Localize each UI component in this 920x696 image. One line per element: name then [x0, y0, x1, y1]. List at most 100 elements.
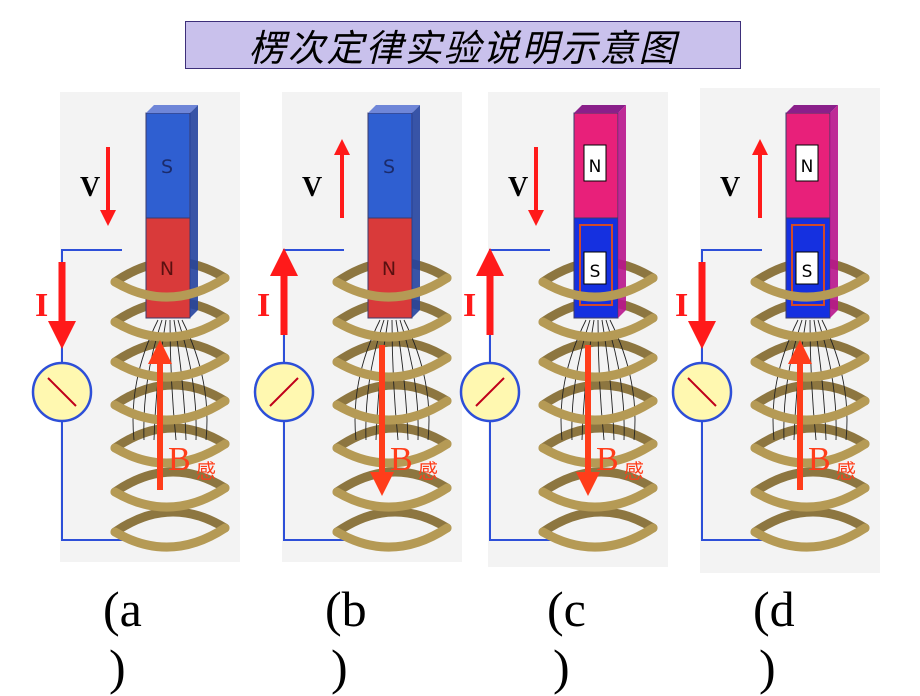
- caption-label: (a: [103, 581, 142, 637]
- coil-turn-back: [110, 423, 230, 453]
- coil-turn-front: [750, 313, 870, 342]
- panel-caption-d: (d): [753, 580, 795, 696]
- caption-close: ): [331, 639, 348, 695]
- current-label: I: [463, 287, 476, 324]
- coil-turn-front: [110, 273, 230, 302]
- coil-turn-back: [538, 380, 658, 410]
- magnet-side-face: [412, 105, 420, 318]
- induced-field-subscript: 感: [196, 459, 216, 483]
- magnet-bottom-pole-label: N: [382, 258, 396, 280]
- magnet-top-pole-label: N: [589, 157, 602, 177]
- induced-field-label: B: [596, 441, 619, 478]
- coil-turn-front: [110, 483, 230, 512]
- panel-caption-b: (b): [325, 580, 367, 696]
- magnet-top-pole-label: S: [383, 156, 395, 178]
- velocity-label: V: [80, 172, 100, 203]
- induced-field-subscript: 感: [836, 459, 856, 483]
- galvanometer-needle: [475, 377, 505, 407]
- current-label: I: [675, 287, 688, 324]
- coil-turn-back: [110, 380, 230, 410]
- coil-turn-front: [538, 313, 658, 342]
- coil-turn-back: [538, 507, 658, 537]
- title-box: 楞次定律实验说明示意图: [185, 21, 741, 70]
- coil-turn-front: [332, 273, 452, 302]
- induced-field-label: B: [390, 441, 413, 478]
- current-label: I: [35, 287, 48, 324]
- panel-caption-a: (a): [103, 580, 142, 696]
- induced-field-label: B: [808, 441, 831, 478]
- pole-label-box-top: [583, 144, 607, 182]
- coil-turn-front: [538, 396, 658, 425]
- coil-turn-back: [750, 467, 870, 497]
- magnet-top-face: [368, 105, 420, 113]
- coil-turn-front: [538, 439, 658, 468]
- coil-turn-front: [750, 273, 870, 302]
- induced-field-subscript: 感: [624, 459, 644, 483]
- coil-turn-back: [750, 507, 870, 537]
- coil-turn-front: [332, 483, 452, 512]
- coil-turn-front: [750, 396, 870, 425]
- magnet-bottom-pole-label: S: [802, 262, 813, 282]
- coil-turn-front: [110, 353, 230, 382]
- caption-label: (d: [753, 581, 795, 637]
- coil-turn-front: [538, 523, 658, 552]
- magnet-side-face: [190, 105, 198, 318]
- coil-turn-back: [538, 423, 658, 453]
- magnet-top-face: [146, 105, 198, 113]
- coil-turn-back: [750, 423, 870, 453]
- coil-turn-front: [110, 523, 230, 552]
- coil-turn-front: [538, 353, 658, 382]
- coil-turn-front: [750, 353, 870, 382]
- coil-turn-front: [332, 353, 452, 382]
- coil-turn-front: [538, 273, 658, 302]
- coil-turn-back: [110, 507, 230, 537]
- coil-turn-front: [750, 439, 870, 468]
- coil-turn-back: [332, 507, 452, 537]
- caption-close: ): [759, 639, 776, 695]
- pole-label-box-bottom: [583, 251, 607, 285]
- coil-turn-front: [332, 313, 452, 342]
- caption-label: (c: [547, 581, 586, 637]
- magnet-side-face: [830, 105, 838, 318]
- coil-turn-back: [750, 380, 870, 410]
- coil-turn-back: [110, 467, 230, 497]
- galvanometer-needle: [47, 377, 77, 407]
- coil-turn-front: [332, 396, 452, 425]
- velocity-label: V: [720, 172, 740, 203]
- coil-turn-back: [332, 423, 452, 453]
- coil-turn-back: [332, 380, 452, 410]
- galvanometer-needle: [269, 377, 299, 407]
- magnet-top-pole-label: N: [801, 157, 814, 177]
- coil-turn-front: [110, 396, 230, 425]
- induced-field-subscript: 感: [418, 459, 438, 483]
- magnet-top-face: [574, 105, 626, 113]
- current-label: I: [257, 287, 270, 324]
- pole-label-box-bottom: [795, 251, 819, 285]
- magnet-top-half: [367, 112, 413, 219]
- velocity-label: V: [508, 172, 528, 203]
- diagram-title: 楞次定律实验说明示意图: [248, 27, 678, 70]
- panel-caption-c: (c): [547, 580, 586, 696]
- induced-field-label: B: [168, 441, 191, 478]
- magnet-top-pole-label: S: [161, 156, 173, 178]
- magnet-bottom-pole-label: S: [590, 262, 601, 282]
- coil-turn-front: [110, 439, 230, 468]
- caption-close: ): [553, 639, 570, 695]
- caption-label: (b: [325, 581, 367, 637]
- magnet-bottom-pole-label: N: [160, 258, 174, 280]
- coil-turn-front: [332, 523, 452, 552]
- magnet-side-face: [618, 105, 626, 318]
- coil-turn-front: [110, 313, 230, 342]
- coil-turn-front: [750, 483, 870, 512]
- velocity-label: V: [302, 172, 322, 203]
- galvanometer-needle: [687, 377, 717, 407]
- caption-close: ): [109, 639, 126, 695]
- coil-turn-front: [538, 483, 658, 512]
- pole-label-box-top: [795, 144, 819, 182]
- coil-turn-front: [332, 439, 452, 468]
